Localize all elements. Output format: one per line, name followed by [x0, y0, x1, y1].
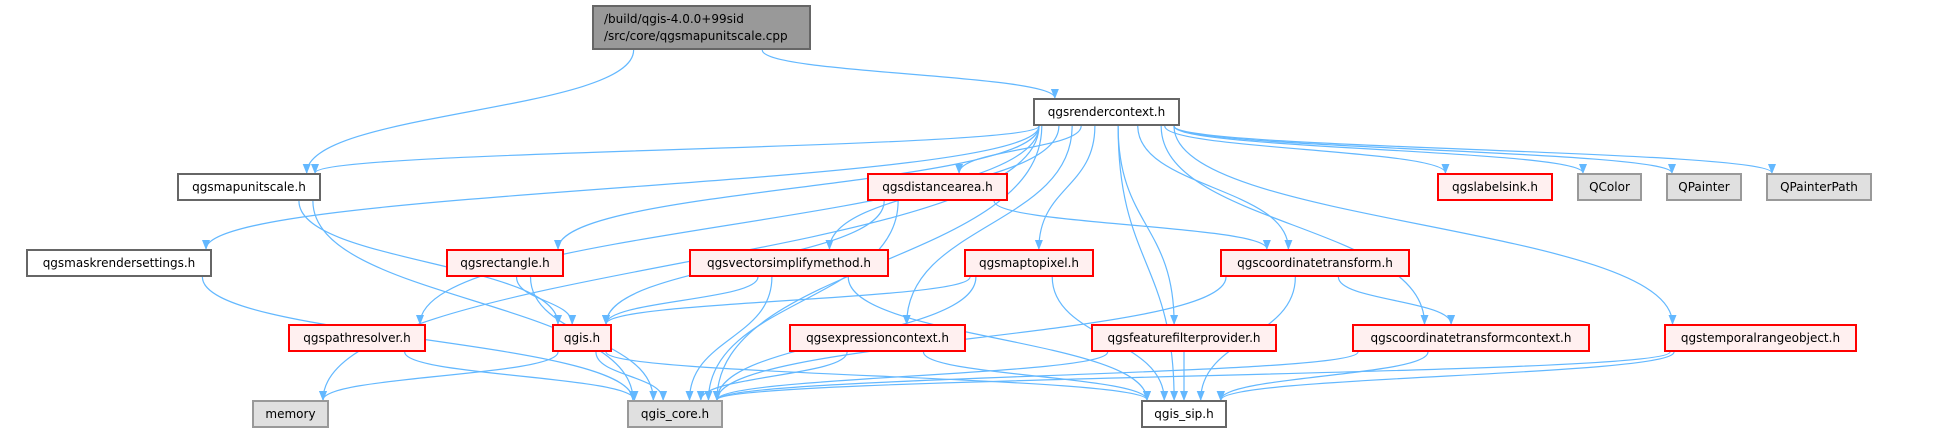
node-root[interactable]: /build/qgis-4.0.0+99sid/src/core/qgsmapu…	[592, 5, 811, 50]
edge-temporalrange-to-qgis_core	[713, 351, 1671, 401]
node-label: qgis.h	[563, 331, 601, 345]
node-label: qgis_sip.h	[1154, 407, 1214, 421]
edge-distancearea-to-qgis_core	[704, 200, 899, 401]
node-label: qgsrectangle.h	[460, 256, 550, 270]
edge-rendercontext-to-rectangle	[554, 125, 1040, 250]
edge-root-to-mapunitscale	[302, 49, 635, 174]
node-label: qgslabelsink.h	[1451, 180, 1539, 194]
edge-rendercontext-to-distancearea	[955, 125, 1082, 174]
node-coordinatetransform[interactable]: qgscoordinatetransform.h	[1220, 249, 1410, 277]
edge-temporalrange-to-qgis_sip	[1217, 351, 1675, 401]
edge-qgis-to-qgis_sip	[605, 351, 1151, 401]
node-temporalrange[interactable]: qgstemporalrangeobject.h	[1664, 324, 1857, 352]
edge-rendercontext-to-temporalrange	[1173, 125, 1677, 325]
edge-distancearea-to-coordinatetransform	[993, 200, 1271, 250]
node-label: qgstemporalrangeobject.h	[1680, 331, 1841, 345]
node-labelsink[interactable]: qgslabelsink.h	[1437, 173, 1553, 201]
node-label: QColor	[1589, 180, 1630, 194]
node-label: qgsrendercontext.h	[1047, 105, 1166, 119]
edge-rendercontext-to-maptopixel	[1034, 125, 1096, 250]
node-label: /build/qgis-4.0.0+99sid	[604, 11, 744, 26]
node-label: memory	[265, 407, 316, 421]
node-maskrendersettings[interactable]: qgsmaskrendersettings.h	[26, 249, 212, 277]
edge-vectorsimplify-to-qgis_sip	[847, 276, 1151, 401]
edge-expressioncontext-to-qgis_core	[696, 351, 848, 401]
node-qcolor[interactable]: QColor	[1577, 173, 1642, 201]
edge-vectorsimplify-to-qgis_core	[685, 276, 773, 401]
edge-rendercontext-to-featurefilter	[1117, 125, 1179, 325]
edge-rendercontext-to-coordtransformcontext	[1160, 125, 1429, 325]
node-qgis[interactable]: qgis.h	[552, 324, 612, 352]
edge-qgis-to-memory	[319, 351, 559, 401]
node-qpainterpath[interactable]: QPainterPath	[1766, 173, 1872, 201]
node-rectangle[interactable]: qgsrectangle.h	[446, 249, 564, 277]
node-expressioncontext[interactable]: qgsexpressioncontext.h	[789, 324, 966, 352]
edge-mapunitscale-to-qgis	[298, 200, 562, 325]
node-label: qgspathresolver.h	[303, 331, 411, 345]
node-label: qgsdistancearea.h	[882, 180, 993, 194]
edge-rendercontext-to-labelsink	[1164, 125, 1450, 174]
edge-rendercontext-to-pathresolver	[416, 125, 1040, 325]
node-featurefilter[interactable]: qgsfeaturefilterprovider.h	[1091, 324, 1277, 352]
node-label: qgscoordinatetransform.h	[1237, 256, 1393, 270]
node-qgis_sip[interactable]: qgis_sip.h	[1141, 400, 1227, 428]
node-label: qgsexpressioncontext.h	[806, 331, 949, 345]
edge-featurefilter-to-qgis_core	[713, 351, 1109, 401]
node-label: QPainter	[1678, 180, 1730, 194]
node-label: qgis_core.h	[640, 407, 710, 421]
edge-coordtransformcontext-to-qgis_sip	[1216, 351, 1429, 401]
node-vectorsimplify[interactable]: qgsvectorsimplifymethod.h	[689, 249, 889, 277]
node-memory[interactable]: memory	[252, 400, 329, 428]
edge-rendercontext-to-coordinatetransform	[1137, 125, 1293, 250]
node-label: qgsvectorsimplifymethod.h	[707, 256, 871, 270]
node-label: /src/core/qgsmapunitscale.cpp	[604, 28, 788, 43]
node-label: qgsmaskrendersettings.h	[42, 256, 196, 270]
edge-rendercontext-to-expressioncontext	[902, 125, 1073, 325]
node-label: qgsfeaturefilterprovider.h	[1107, 331, 1261, 345]
node-mapunitscale[interactable]: qgsmapunitscale.h	[177, 173, 321, 201]
edge-coordinatetransform-to-coordtransformcontext	[1337, 276, 1456, 325]
node-qpainter[interactable]: QPainter	[1666, 173, 1742, 201]
node-label: QPainterPath	[1780, 180, 1858, 194]
node-pathresolver[interactable]: qgspathresolver.h	[288, 324, 426, 352]
edge-root-to-rendercontext	[761, 49, 1059, 99]
node-rendercontext[interactable]: qgsrendercontext.h	[1033, 98, 1180, 126]
edge-rendercontext-to-qpainterpath	[1173, 125, 1776, 174]
node-coordtransformcontext[interactable]: qgscoordinatetransformcontext.h	[1352, 324, 1590, 352]
node-label: qgsmaptopixel.h	[978, 256, 1079, 270]
edge-vectorsimplify-to-qgis	[602, 276, 759, 325]
node-label: qgsmapunitscale.h	[192, 180, 306, 194]
edge-rendercontext-to-qpainter	[1173, 125, 1676, 174]
node-distancearea[interactable]: qgsdistancearea.h	[867, 173, 1008, 201]
edge-rendercontext-to-mapunitscale	[311, 125, 1040, 174]
edge-rectangle-to-qgis	[515, 276, 577, 325]
edge-rendercontext-to-qcolor	[1173, 125, 1587, 174]
edge-qgis-to-qgis_core	[595, 351, 668, 401]
node-label: qgscoordinatetransformcontext.h	[1370, 331, 1572, 345]
node-maptopixel[interactable]: qgsmaptopixel.h	[964, 249, 1094, 277]
edge-rendercontext-to-qgis_sip	[1117, 125, 1179, 401]
edge-coordtransformcontext-to-qgis_core	[713, 351, 1359, 401]
edge-pathresolver-to-qgis_core	[404, 351, 639, 401]
edge-maptopixel-to-qgis	[602, 276, 971, 325]
edge-mapunitscale-to-qgis_core	[312, 200, 637, 401]
edge-coordinatetransform-to-qgis_core	[713, 276, 1227, 401]
node-qgis_core[interactable]: qgis_core.h	[627, 400, 723, 428]
edge-rendercontext-to-maskrendersettings	[202, 125, 1040, 250]
